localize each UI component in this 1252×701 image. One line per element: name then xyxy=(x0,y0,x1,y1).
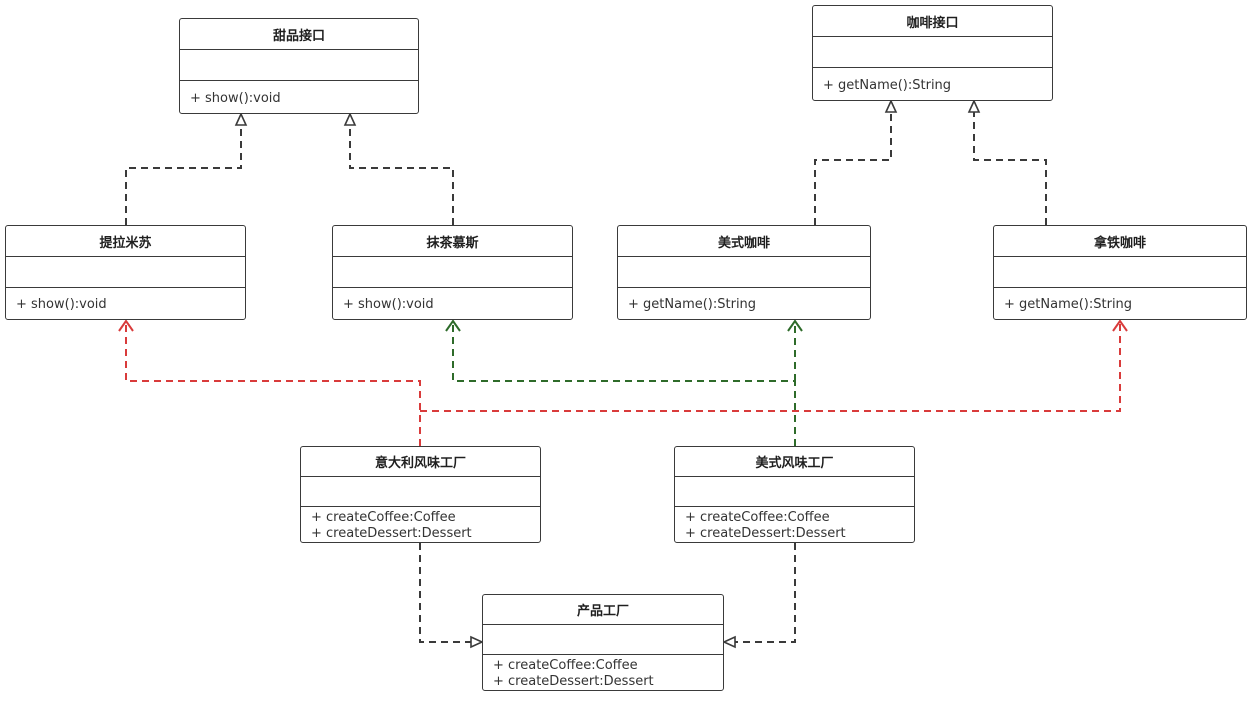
attributes-section xyxy=(618,257,870,288)
attributes-section xyxy=(675,477,914,507)
methods-section: + show():void xyxy=(180,81,418,113)
realization-americano-to-coffee-interface xyxy=(814,99,898,225)
realization-matcha-mousse-to-dessert-interface xyxy=(343,112,454,225)
class-title: 抹茶慕斯 xyxy=(333,226,572,257)
realization-latte-to-coffee-interface xyxy=(967,99,1047,225)
attributes-section xyxy=(813,37,1052,68)
class-title: 拿铁咖啡 xyxy=(994,226,1246,257)
methods-section: + show():void xyxy=(6,288,245,319)
class-italian-factory[interactable]: 意大利风味工厂 + createCoffee:Coffee + createDe… xyxy=(300,446,541,543)
realization-american-factory-to-product-factory xyxy=(722,543,796,649)
method-show: + show():void xyxy=(343,297,434,312)
realization-italian-factory-to-product-factory xyxy=(419,543,484,649)
class-latte[interactable]: 拿铁咖啡 + getName():String xyxy=(993,225,1247,320)
methods-section: + getName():String xyxy=(994,288,1246,319)
methods-section: + createCoffee:Coffee + createDessert:De… xyxy=(675,507,914,542)
dependency-italian-factory-to-latte xyxy=(420,319,1128,412)
class-matcha-mousse[interactable]: 抹茶慕斯 + show():void xyxy=(332,225,573,320)
class-american-factory[interactable]: 美式风味工厂 + createCoffee:Coffee + createDes… xyxy=(674,446,915,543)
method-get-name: + getName():String xyxy=(628,297,757,312)
realization-tiramisu-to-dessert-interface xyxy=(125,112,248,225)
dependency-american-factory-to-americano xyxy=(787,319,803,381)
class-title: 意大利风味工厂 xyxy=(301,447,540,477)
dependency-italian-factory-to-tiramisu xyxy=(118,319,421,446)
method-create-dessert: + createDessert:Dessert xyxy=(311,526,472,541)
methods-section: + getName():String xyxy=(813,68,1052,100)
dependency-american-factory-to-matcha-mousse xyxy=(445,319,796,446)
method-show: + show():void xyxy=(16,297,107,312)
attributes-section xyxy=(483,625,723,655)
class-title: 咖啡接口 xyxy=(813,6,1052,37)
method-create-coffee: + createCoffee:Coffee xyxy=(493,658,638,673)
class-title: 甜品接口 xyxy=(180,19,418,50)
methods-section: + getName():String xyxy=(618,288,870,319)
method-show: + show():void xyxy=(190,90,281,106)
class-title: 美式咖啡 xyxy=(618,226,870,257)
method-get-name: + getName():String xyxy=(1004,297,1133,312)
attributes-section xyxy=(994,257,1246,288)
class-tiramisu[interactable]: 提拉米苏 + show():void xyxy=(5,225,246,320)
methods-section: + createCoffee:Coffee + createDessert:De… xyxy=(483,655,723,690)
attributes-section xyxy=(180,50,418,81)
method-create-coffee: + createCoffee:Coffee xyxy=(685,510,830,525)
method-get-name: + getName():String xyxy=(823,77,952,93)
attributes-section xyxy=(6,257,245,288)
class-coffee-interface[interactable]: 咖啡接口 + getName():String xyxy=(812,5,1053,101)
class-dessert-interface[interactable]: 甜品接口 + show():void xyxy=(179,18,419,114)
class-americano[interactable]: 美式咖啡 + getName():String xyxy=(617,225,871,320)
class-product-factory[interactable]: 产品工厂 + createCoffee:Coffee + createDesse… xyxy=(482,594,724,691)
attributes-section xyxy=(333,257,572,288)
methods-section: + show():void xyxy=(333,288,572,319)
class-title: 提拉米苏 xyxy=(6,226,245,257)
attributes-section xyxy=(301,477,540,507)
class-title: 产品工厂 xyxy=(483,595,723,625)
methods-section: + createCoffee:Coffee + createDessert:De… xyxy=(301,507,540,542)
method-create-dessert: + createDessert:Dessert xyxy=(685,526,846,541)
method-create-coffee: + createCoffee:Coffee xyxy=(311,510,456,525)
class-title: 美式风味工厂 xyxy=(675,447,914,477)
method-create-dessert: + createDessert:Dessert xyxy=(493,674,654,689)
